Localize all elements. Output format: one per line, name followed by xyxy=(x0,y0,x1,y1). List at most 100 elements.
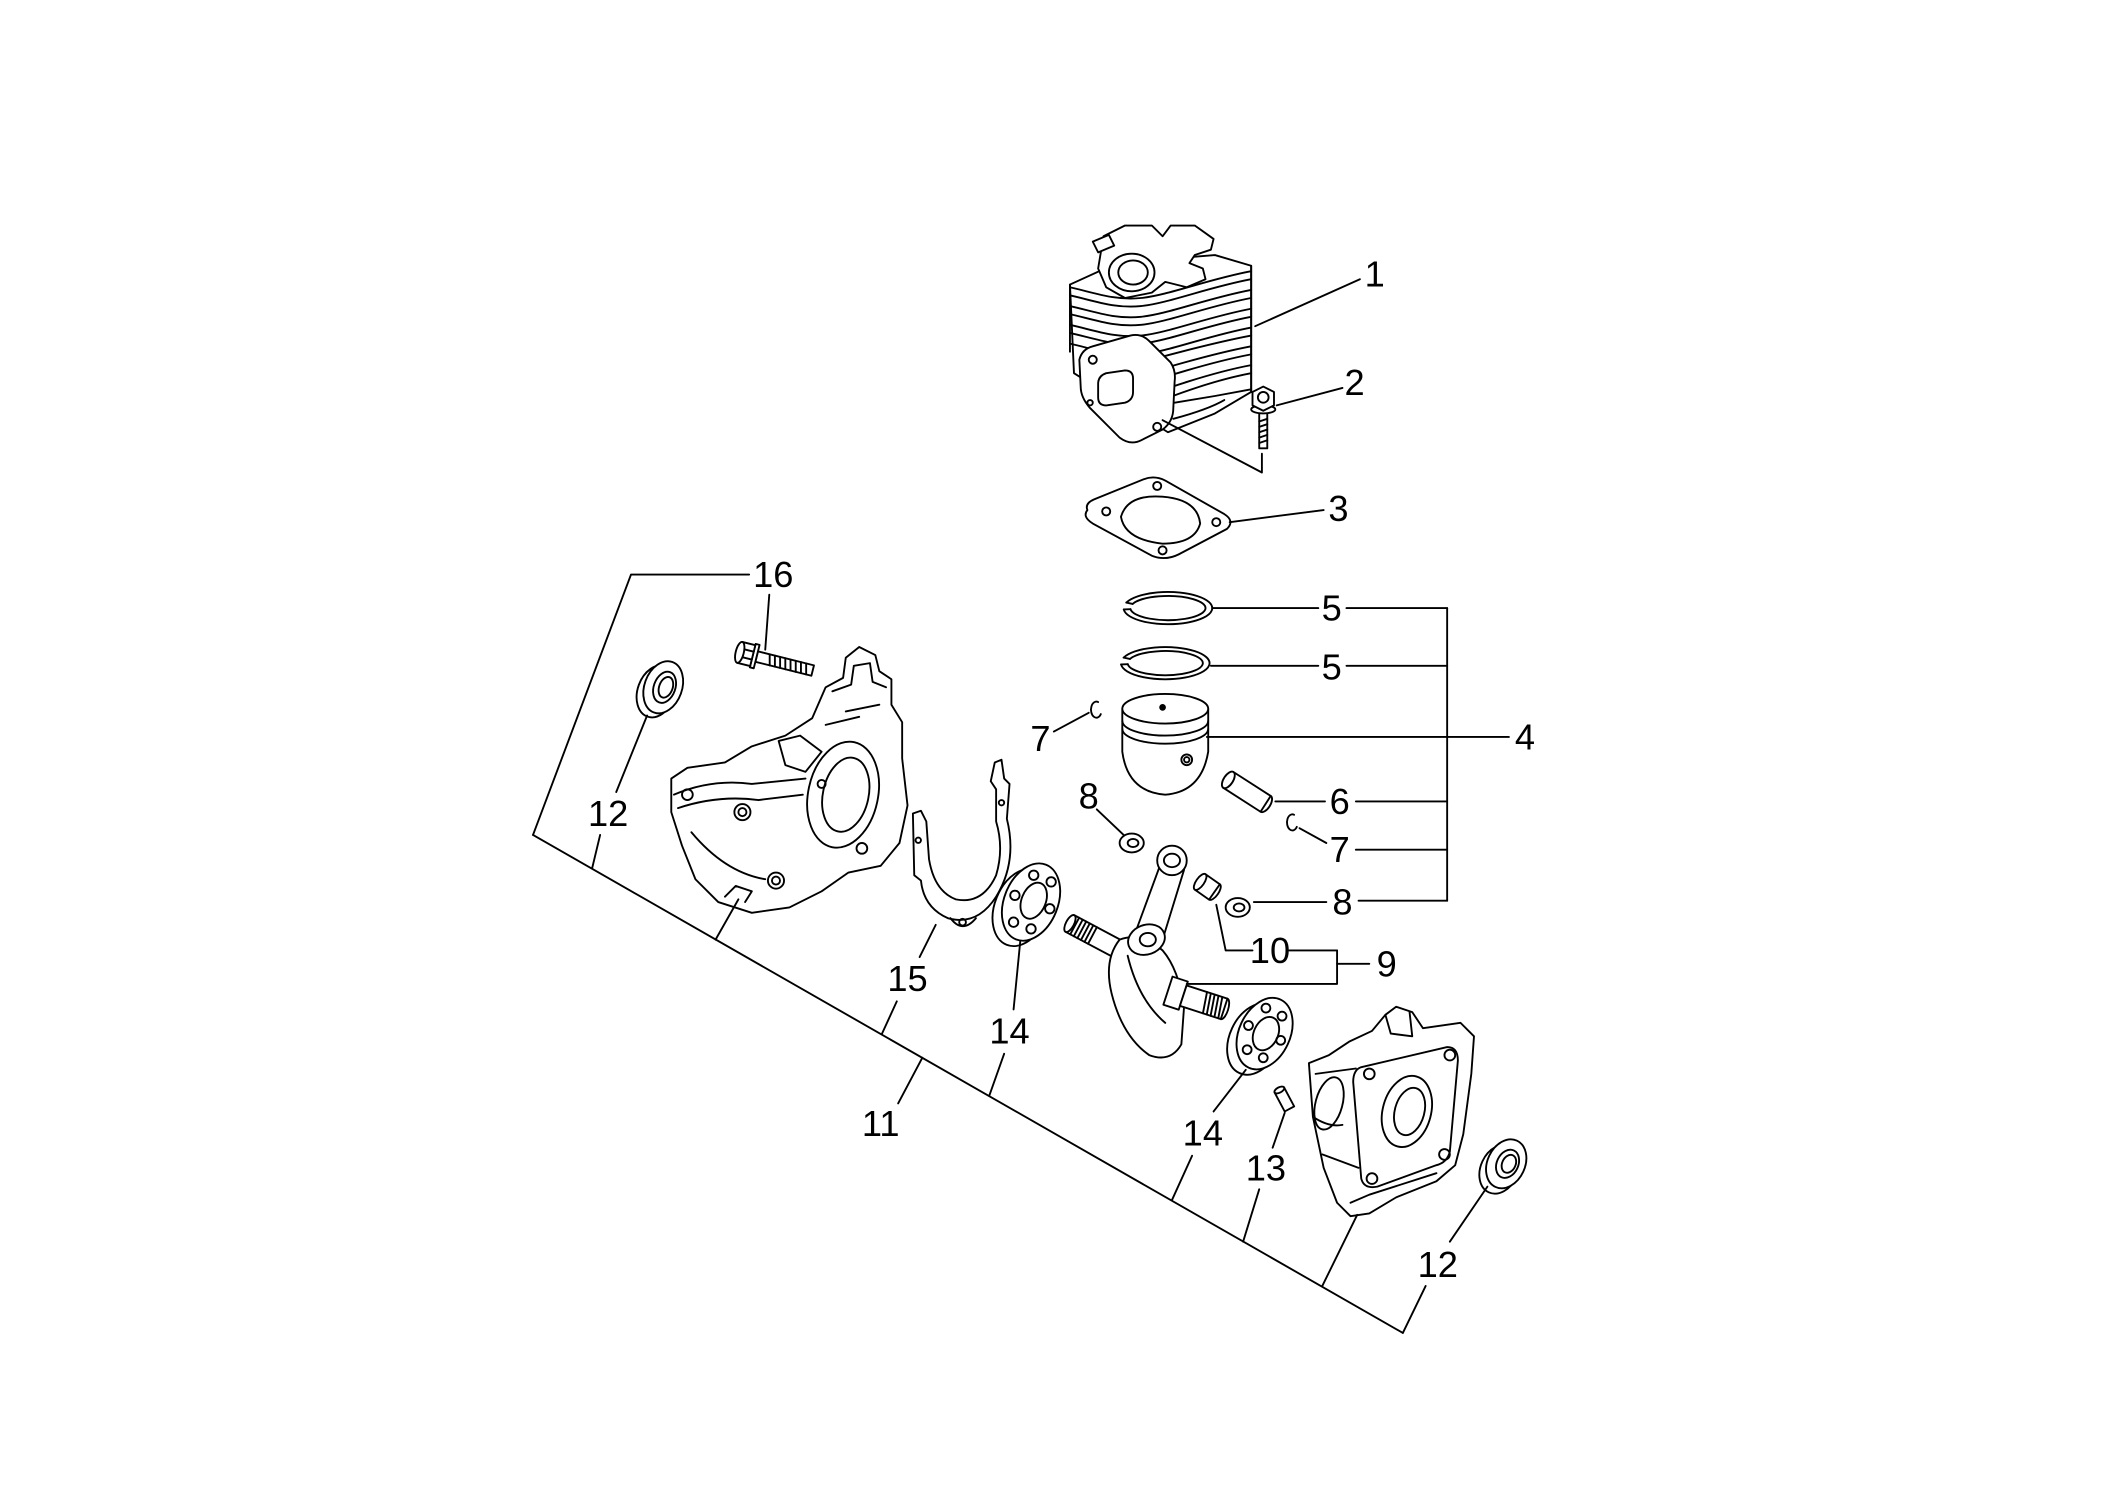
rod-small-end xyxy=(1156,844,1188,877)
thrust-washer-left xyxy=(1118,832,1145,854)
leader-lines xyxy=(532,278,1510,1334)
callout-14-right: 14 xyxy=(1183,1112,1223,1153)
bearing-outer-race xyxy=(1000,862,1062,942)
leader-line-14-left-a xyxy=(1012,940,1022,1011)
bracket-9-crank xyxy=(1185,949,1339,985)
oil-seal-right xyxy=(1478,1138,1528,1195)
pin-boss-hole xyxy=(1180,753,1194,767)
needle-bearing-end xyxy=(1192,872,1208,891)
leader-line-1 xyxy=(1254,278,1361,328)
cylinder-stud xyxy=(1091,233,1116,254)
callout-12-left: 12 xyxy=(588,793,628,834)
gasket-hole xyxy=(1157,545,1168,556)
crankcase-left-boss xyxy=(777,734,823,773)
needle-bearing-far-end xyxy=(1208,883,1222,901)
callout-15: 15 xyxy=(887,958,927,999)
callout-10: 10 xyxy=(1250,930,1290,971)
bearing-ball xyxy=(1007,916,1020,928)
piston-ring-top xyxy=(1122,591,1214,626)
ring-outer xyxy=(1122,591,1214,626)
callout-14-left: 14 xyxy=(989,1010,1029,1051)
crankcase-left-tab xyxy=(724,885,753,903)
ring-gap xyxy=(1122,601,1134,611)
callout-7-left: 7 xyxy=(1030,718,1050,759)
shaft-end xyxy=(1063,914,1077,933)
assembly-line-11 xyxy=(532,833,1404,1334)
ring-inner xyxy=(1129,595,1207,622)
cylinder-fin xyxy=(1069,278,1253,308)
cylinder-fin xyxy=(1069,270,1253,300)
callout-8-left: 8 xyxy=(1079,776,1099,817)
leader-line-15-a xyxy=(918,923,937,959)
callout-11: 11 xyxy=(862,1103,900,1144)
flange-hole xyxy=(1087,354,1098,365)
piston xyxy=(1121,693,1210,796)
cylinder-base xyxy=(1173,388,1253,404)
shaft-threads xyxy=(1201,991,1224,1020)
ring-gap xyxy=(1120,656,1131,666)
dowel-pin-end xyxy=(1273,1085,1286,1095)
crank-pin xyxy=(1138,931,1157,948)
bolt-thread xyxy=(1258,417,1269,444)
leader-line-13-b xyxy=(1242,1188,1261,1243)
crankcase-right-half xyxy=(1307,1005,1475,1218)
callout-6: 6 xyxy=(1330,781,1350,822)
crankcase-right-boss xyxy=(1313,1076,1345,1131)
leader-line-crankcase-left xyxy=(714,898,740,941)
crankcase-left-contour xyxy=(690,831,767,881)
crankcase-gasket-hole xyxy=(914,836,922,844)
leader-line-15-b xyxy=(881,1000,898,1035)
crankcase-left-rib xyxy=(677,793,804,810)
crankcase-left-bore-outer xyxy=(806,740,880,849)
seal-lip xyxy=(652,670,677,704)
callout-4: 4 xyxy=(1515,716,1535,757)
crankcase-right-hole xyxy=(1443,1048,1457,1062)
oil-seal-left xyxy=(635,660,685,719)
crank-web xyxy=(1107,936,1185,1059)
callout-2: 2 xyxy=(1344,362,1364,403)
callout-8-right: 8 xyxy=(1332,882,1352,923)
screw-head-end xyxy=(734,640,746,664)
crankcase-gasket-hole xyxy=(997,799,1006,807)
bearing-ball xyxy=(1241,1044,1253,1056)
exhaust-port-inner xyxy=(1117,259,1149,286)
crankshaft xyxy=(1063,844,1231,1059)
gasket-hole xyxy=(1152,480,1163,491)
crankcase-left-half xyxy=(670,646,909,914)
bearing-ball xyxy=(1044,903,1056,915)
crank-web-edge xyxy=(1126,954,1167,1024)
leader-line-crankcase-right xyxy=(1321,1213,1359,1287)
ring-groove xyxy=(1121,719,1210,737)
callout-1: 1 xyxy=(1365,253,1385,294)
leader-line-7-right xyxy=(1298,827,1328,844)
bearing-ball xyxy=(1028,869,1040,881)
crankcase-right-bore-inner xyxy=(1393,1086,1427,1137)
bearing-ball xyxy=(1009,889,1021,901)
leader-line-16 xyxy=(764,593,771,651)
callout-13: 13 xyxy=(1246,1147,1286,1188)
bearing-inner-race xyxy=(1019,881,1048,920)
bearing-ball xyxy=(1243,1020,1254,1031)
bracket-11-top xyxy=(532,573,751,836)
gasket-hole xyxy=(1211,517,1222,528)
piston-body xyxy=(1121,707,1210,796)
crankcase-left-tower xyxy=(824,662,887,726)
gasket-bore xyxy=(1120,495,1202,545)
leader-line-3 xyxy=(1228,509,1325,524)
intake-port xyxy=(1097,369,1134,407)
callout-9: 9 xyxy=(1377,943,1397,984)
leader-line-11 xyxy=(897,1056,924,1105)
cylinder-fin xyxy=(1069,289,1253,319)
bolt-socket xyxy=(1256,391,1270,404)
callout-5-top: 5 xyxy=(1322,588,1342,629)
callout-3: 3 xyxy=(1328,488,1348,529)
rod-big-end xyxy=(1127,923,1166,956)
leader-line-12-left-a xyxy=(615,714,649,793)
needle-bearing xyxy=(1192,872,1222,901)
crankcase-left-hole xyxy=(771,875,781,886)
leader-line-14-left-b xyxy=(988,1052,1006,1097)
crankcase-screw xyxy=(734,640,815,677)
leader-line-2-hole xyxy=(1161,419,1263,474)
leader-line-12-right-a xyxy=(1448,1185,1489,1243)
